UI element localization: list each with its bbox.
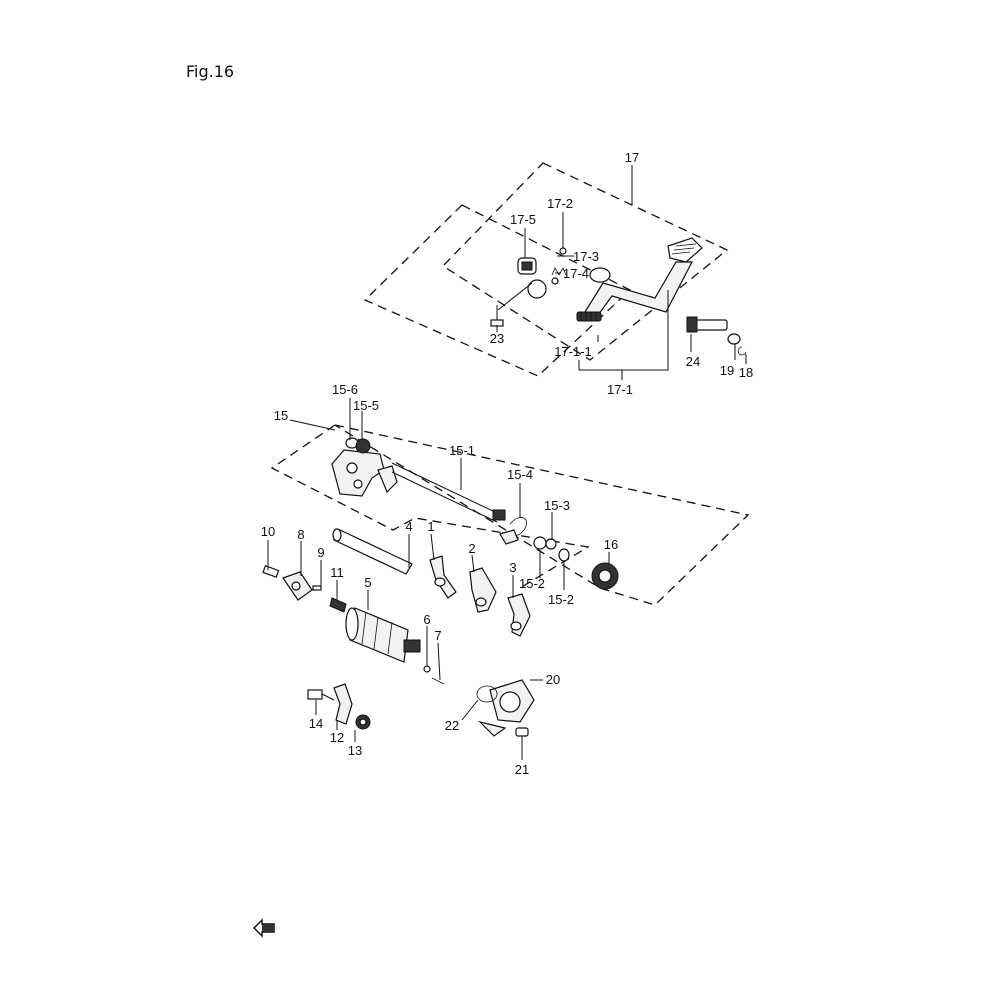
callout-7: 7	[434, 628, 441, 643]
callout-10: 10	[261, 524, 275, 539]
bolt-23	[490, 305, 504, 327]
callout-17-4: 17-4	[563, 266, 589, 281]
callout-3: 3	[509, 560, 516, 575]
callout-17-2: 17-2	[547, 196, 573, 211]
cam-plate-20	[476, 679, 535, 737]
callout-6: 6	[423, 612, 430, 627]
callout-15-2-b: 15-2	[548, 592, 574, 607]
bolt-21	[515, 727, 529, 750]
callout-24: 24	[686, 354, 700, 369]
group-17-1-outline	[363, 204, 632, 377]
drum-stopper-8-9-10	[262, 565, 322, 601]
callout-15-6: 15-6	[332, 382, 358, 397]
leader-lines	[267, 165, 747, 760]
brake-pedal-assembly	[576, 237, 703, 322]
group-17-outline	[441, 162, 729, 361]
callout-17: 17	[625, 150, 639, 165]
callout-11: 11	[330, 565, 344, 580]
callout-16: 16	[604, 537, 618, 552]
shift-fork-2	[469, 567, 497, 613]
shift-fork-3	[507, 593, 531, 637]
callout-4: 4	[405, 519, 412, 534]
callout-18: 18	[739, 365, 753, 380]
callout-20: 20	[546, 672, 560, 687]
callout-15-1: 15-1	[449, 443, 475, 458]
callout-17-1-1: 17-1-1	[554, 344, 592, 359]
shift-shaft-assembly	[331, 437, 570, 562]
callout-5: 5	[364, 575, 371, 590]
callout-1: 1	[427, 519, 434, 534]
callout-23: 23	[490, 331, 504, 346]
oil-seal-16	[591, 562, 619, 590]
callout-19: 19	[720, 363, 734, 378]
callout-17-1: 17-1	[607, 382, 633, 397]
callout-15-5: 15-5	[353, 398, 379, 413]
callout-22: 22	[445, 718, 459, 733]
callout-2: 2	[468, 541, 475, 556]
callout-9: 9	[317, 545, 324, 560]
callout-15: 15	[274, 408, 288, 423]
pivot-bolt-24	[686, 316, 747, 356]
callout-13: 13	[348, 743, 362, 758]
callout-17-3: 17-3	[573, 249, 599, 264]
group-15-inner-outline	[270, 424, 590, 589]
callout-14: 14	[309, 716, 323, 731]
callout-15-3: 15-3	[544, 498, 570, 513]
return-spring-17-3	[551, 247, 567, 285]
pedal-pivot-bracket	[497, 257, 547, 311]
shift-fork-rod-4	[332, 528, 413, 575]
callout-8: 8	[297, 527, 304, 542]
spring-11	[329, 597, 347, 613]
callout-21: 21	[515, 762, 529, 777]
callout-15-2-a: 15-2	[519, 576, 545, 591]
callout-17-5: 17-5	[510, 212, 536, 227]
fwd-arrow-icon	[252, 918, 275, 938]
callout-15-4: 15-4	[507, 467, 533, 482]
bearing-13	[355, 714, 371, 730]
stopper-arm-12-14	[307, 683, 353, 725]
shift-drum-5	[345, 607, 421, 663]
callout-12: 12	[330, 730, 344, 745]
pin-6-7	[423, 665, 445, 685]
shift-fork-1	[429, 555, 457, 599]
figure-title: Fig.16	[186, 62, 234, 81]
